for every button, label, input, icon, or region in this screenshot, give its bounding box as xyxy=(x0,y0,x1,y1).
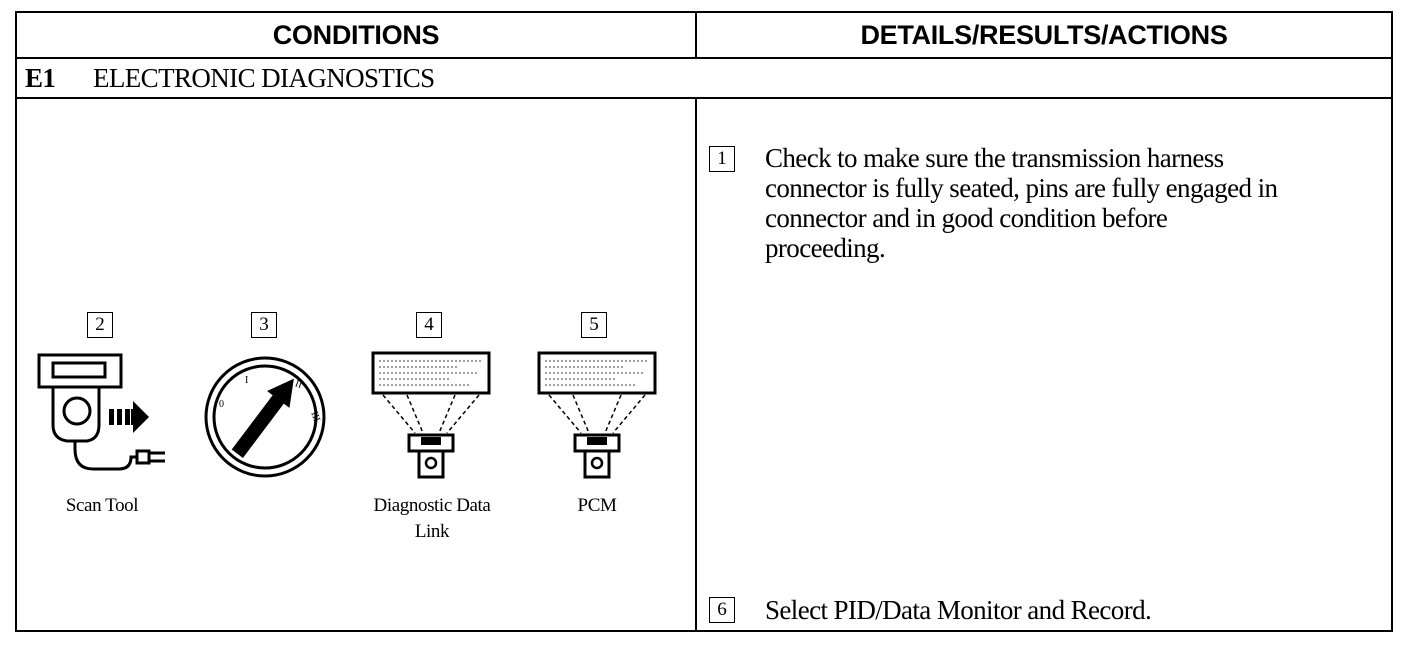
actions-header: DETAILS/RESULTS/ACTIONS xyxy=(860,19,1228,50)
ignition-mark-off: 0 xyxy=(219,399,224,410)
column-divider-top xyxy=(695,13,697,57)
step-number-box: 4 xyxy=(416,312,442,338)
action-line: proceeding. xyxy=(765,233,886,263)
action-step-6: Select PID/Data Monitor and Record. xyxy=(765,595,1385,625)
action-line: Check to make sure the transmission harn… xyxy=(765,143,1224,173)
procedure-table: CONDITIONS DETAILS/RESULTS/ACTIONS E1 EL… xyxy=(15,11,1393,632)
section-code: E1 xyxy=(25,62,56,93)
step-number-box: 2 xyxy=(87,312,113,338)
pcm-icon xyxy=(537,351,657,479)
pcm-caption: PCM xyxy=(577,495,617,516)
action-number-box: 6 xyxy=(709,597,735,623)
ignition-mark-3: III xyxy=(308,410,322,423)
ignition-mark-1: I xyxy=(245,375,248,386)
ignition-switch-icon: 0 I II III xyxy=(204,356,326,478)
step-number-box: 5 xyxy=(581,312,607,338)
scan-tool-caption: Scan Tool xyxy=(65,495,139,516)
diagnostic-data-link-icon xyxy=(371,351,491,479)
action-line: Select PID/Data Monitor and Record. xyxy=(765,595,1152,625)
conditions-header: CONDITIONS xyxy=(272,19,440,50)
column-divider xyxy=(695,99,697,630)
section-divider xyxy=(17,97,1391,99)
action-line: connector and in good condition before xyxy=(765,203,1168,233)
ignition-mark-2: II xyxy=(293,378,303,391)
caption-line: Diagnostic Data xyxy=(373,495,491,516)
diagnostic-data-link-caption: Diagnostic Data Link xyxy=(352,493,512,545)
section-title: ELECTRONIC DIAGNOSTICS xyxy=(93,62,435,93)
action-step-1: Check to make sure the transmission harn… xyxy=(765,143,1385,263)
header-divider xyxy=(17,57,1391,59)
step-number-box: 3 xyxy=(251,312,277,338)
scan-tool-icon xyxy=(37,353,165,471)
section-title-row: E1 ELECTRONIC DIAGNOSTICS xyxy=(17,59,1391,97)
action-number-box: 1 xyxy=(709,146,735,172)
caption-line: Link xyxy=(414,521,450,542)
action-line: connector is fully seated, pins are full… xyxy=(765,173,1278,203)
